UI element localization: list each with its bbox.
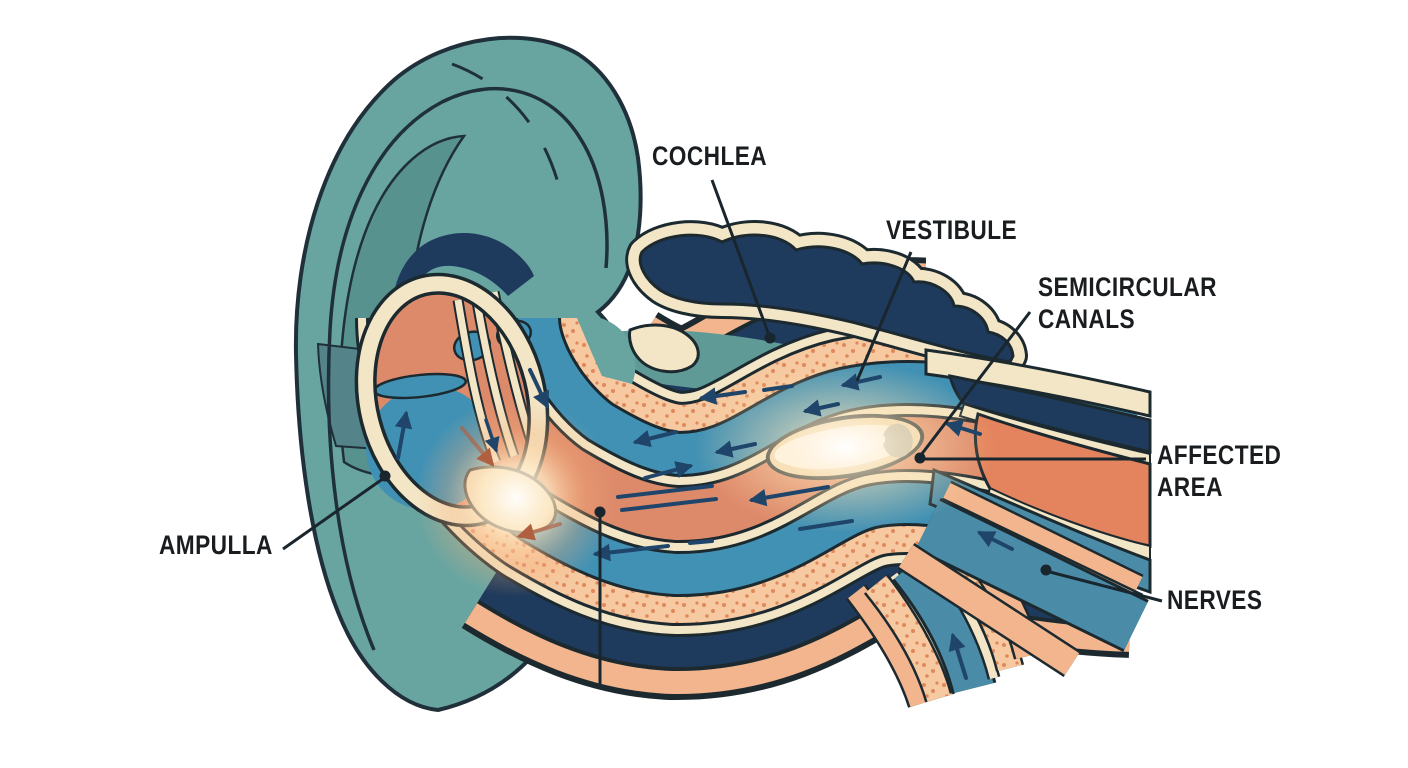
inflammation-glow-right (695, 362, 995, 532)
teal-cover-patch (576, 315, 636, 384)
cochlea-bone-mass (625, 220, 1028, 377)
faded-flow-arrows (460, 426, 562, 541)
label-vestibule: VESTIBULE (886, 215, 1018, 245)
helix-inner-line (326, 87, 609, 651)
leader-nerves (1045, 569, 1163, 603)
bone-crescent (391, 233, 534, 344)
leader-lines (282, 179, 1163, 684)
label-nerves: NERVES (1167, 585, 1263, 615)
leader-vestibule (855, 251, 913, 382)
leader-cochlea (710, 179, 772, 339)
leader-ampulla (282, 476, 385, 551)
label-ampulla: AMPULLA (159, 530, 273, 560)
leader-semicircular-canals (919, 311, 1032, 456)
inflammation-glow-left (416, 398, 616, 598)
label-affected-area: AFFECTED AREA (1157, 440, 1282, 502)
vestibule-cream-lump (628, 323, 700, 374)
flow-arrows (394, 368, 1014, 680)
helix-dash-accent (451, 62, 562, 191)
label-semicircular-canals: SEMICIRCULAR CANALS (1038, 272, 1217, 334)
leader-dots (379, 332, 1052, 576)
nerves-branch (897, 480, 1149, 677)
label-cochlea: COCHLEA (652, 141, 768, 171)
